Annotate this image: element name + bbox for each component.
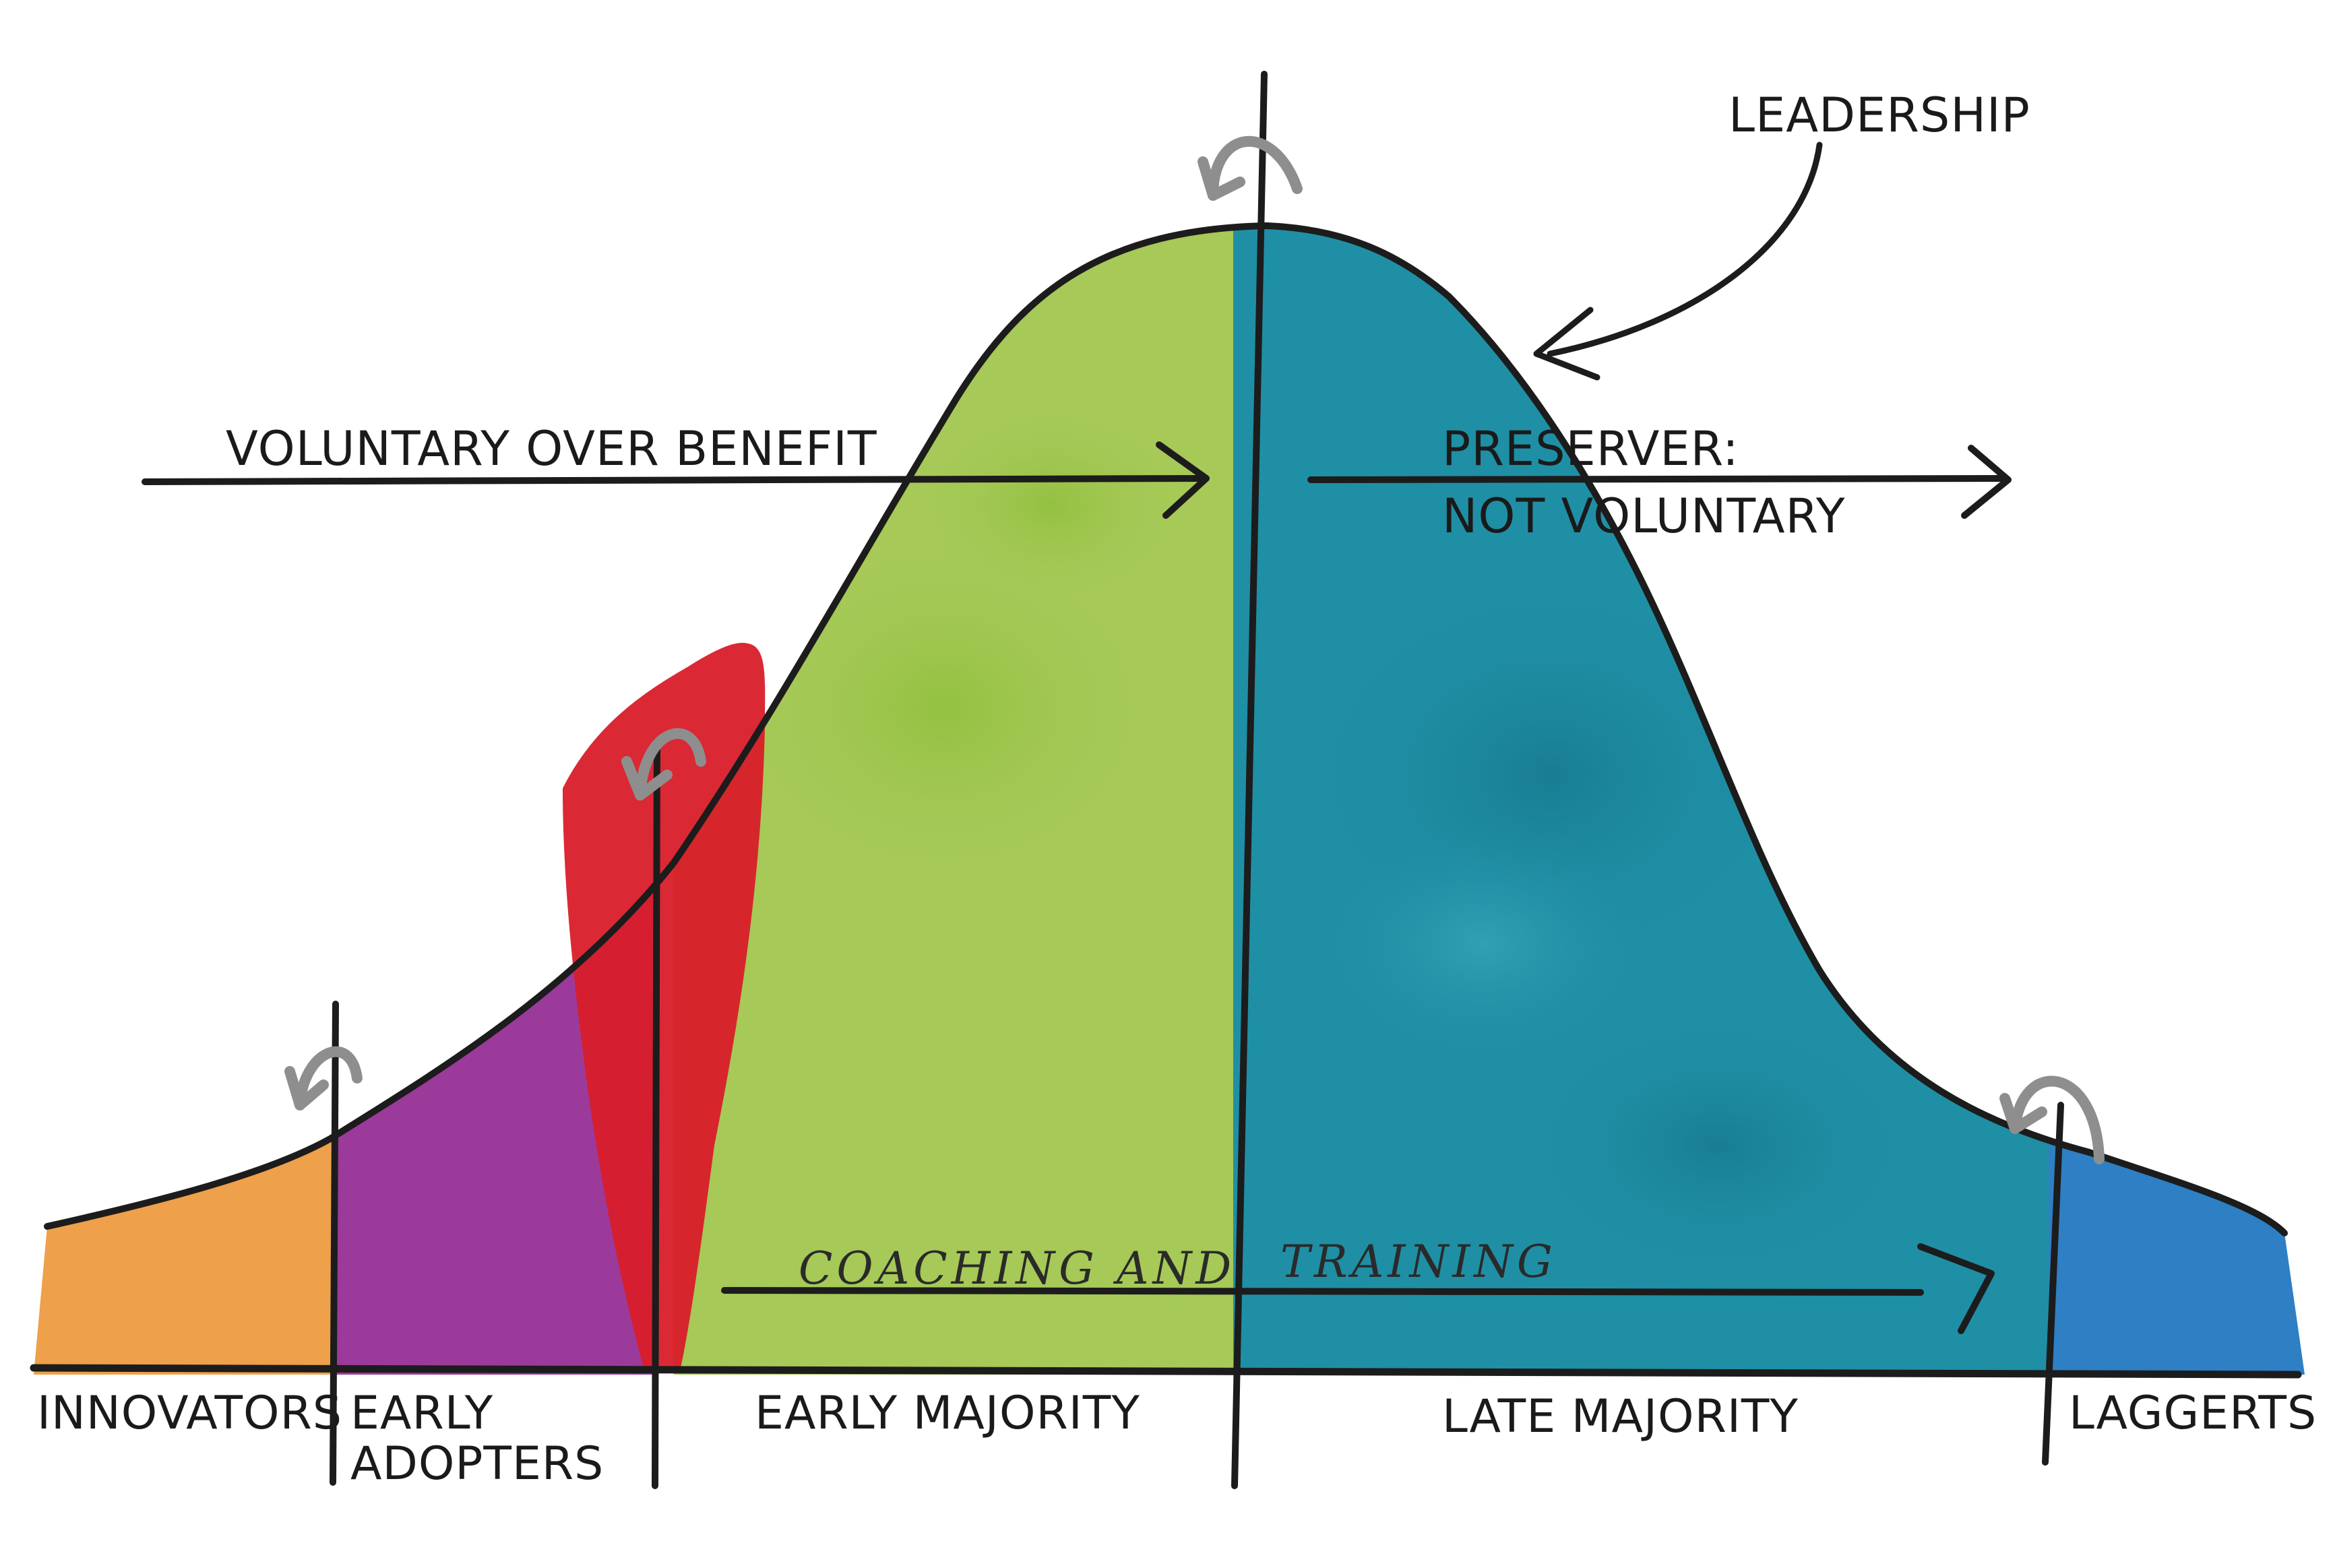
divider-early-late-majority (1231, 71, 1268, 1489)
coaching-arrow (721, 1243, 1995, 1334)
late-majority-label: LATE MAJORITY (1442, 1390, 1799, 1443)
preserver-label-line1: PRESERVER: (1442, 421, 1739, 476)
laggerts-label: LAGGERTS (2069, 1387, 2317, 1440)
green-wash (728, 532, 1159, 883)
divider-late-majority-laggerts (2042, 1102, 2064, 1466)
leadership-arrow (1533, 142, 1823, 381)
bell-curve-outline (44, 222, 2288, 1236)
teal-wash (1516, 1011, 1921, 1280)
turn-arrow-icon (1999, 1075, 2105, 1164)
early-majority-label: EARLY MAJORITY (755, 1387, 1140, 1440)
preserver-arrow (1307, 445, 2012, 519)
divider-innovators-early-adopters (330, 1001, 339, 1486)
chasm-blot (563, 643, 766, 1368)
preserver-label-line2: NOT VOLUNTARY (1442, 489, 1845, 544)
turn-arrow-icon (621, 728, 706, 801)
leadership-label: LEADERSHIP (1729, 88, 2030, 143)
coaching-label: COACHING AND (799, 1243, 1235, 1294)
teal-wash (1314, 822, 1651, 1065)
green-wash (916, 404, 1186, 606)
baseline (30, 1364, 2302, 1379)
voluntary-arrow (142, 441, 1210, 519)
turn-arrow-icon (284, 1046, 363, 1110)
innovators-fill (34, 226, 337, 1375)
divider-early-adopters-early-majority (652, 738, 660, 1489)
early-adopters-label-line1: EARLY (350, 1387, 493, 1440)
voluntary-label: VOLUNTARY OVER BENEFIT (226, 421, 877, 476)
turn-arrow-icon (1197, 136, 1303, 201)
training-label: TRAINING (1280, 1236, 1557, 1288)
early-adopters-label-line2: ADOPTERS (350, 1437, 604, 1491)
laggerts-fill (2049, 226, 2305, 1375)
innovators-label: INNOVATORS (37, 1387, 342, 1440)
curve-fills (34, 226, 2305, 1375)
